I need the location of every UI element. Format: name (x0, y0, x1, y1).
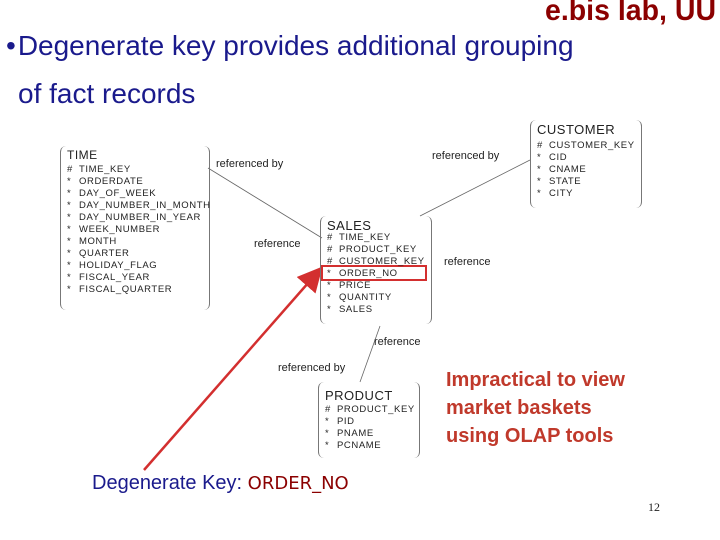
rel-time-referenced-by: referenced by (216, 158, 284, 170)
rel-time-reference: reference (254, 238, 301, 250)
entity-time: TIME #TIME_KEY *ORDERDATE *DAY_OF_WEEK *… (60, 146, 210, 310)
bullet-icon: • (6, 30, 16, 61)
attr-row: *HOLIDAY_FLAG (67, 260, 158, 271)
attr-row: *CNAME (537, 164, 587, 175)
footer-label: Degenerate Key: (92, 472, 248, 494)
attr-row: #CUSTOMER_KEY (327, 256, 425, 267)
logo: e.bis lab, UU (544, 0, 716, 27)
attr-row: *DAY_NUMBER_IN_YEAR (67, 212, 202, 223)
time-sales-connector (207, 167, 323, 239)
attr-row: *QUARTER (67, 248, 130, 259)
rel-customer-reference: reference (444, 256, 491, 268)
rel-customer-referenced-by: referenced by (432, 150, 500, 162)
attr-row: *STATE (537, 176, 582, 187)
customer-sales-connector (419, 159, 531, 217)
degenerate-key-arrow (143, 266, 323, 471)
rel-product-referenced-by: referenced by (278, 362, 346, 374)
entity-customer: CUSTOMER #CUSTOMER_KEY *CID *CNAME *STAT… (530, 120, 642, 208)
rel-product-reference: reference (374, 336, 421, 348)
entity-title: CUSTOMER (537, 122, 616, 137)
heading-text-1: Degenerate key provides additional group… (17, 30, 574, 61)
attr-row: *SALES (327, 304, 373, 315)
entity-product: PRODUCT #PRODUCT_KEY *PID *PNAME *PCNAME (318, 382, 420, 458)
slide-heading-line1: •Degenerate key provides additional grou… (6, 30, 574, 62)
page-number: 12 (648, 500, 660, 514)
callout-line: Impractical to view (446, 369, 625, 391)
entity-title: TIME (67, 148, 98, 162)
entity-sales: SALES #TIME_KEY #PRODUCT_KEY #CUSTOMER_K… (320, 216, 432, 324)
attr-row: #CUSTOMER_KEY (537, 140, 635, 151)
attr-row: *PID (325, 416, 355, 427)
attr-row: *DAY_OF_WEEK (67, 188, 157, 199)
callout-line: market baskets (446, 397, 592, 419)
attr-row: #TIME_KEY (67, 164, 131, 175)
attr-row: *ORDERDATE (67, 176, 144, 187)
attr-row: #PRODUCT_KEY (327, 244, 417, 255)
attr-row: *ORDER_NO (327, 268, 398, 279)
attr-row: *CITY (537, 188, 574, 199)
degenerate-key-label: Degenerate Key: ORDER_NO (92, 472, 349, 495)
callout-text: Impractical to view market baskets using… (446, 366, 625, 450)
attr-row: #TIME_KEY (327, 232, 391, 243)
slide-heading-line2: of fact records (18, 78, 196, 109)
entity-title: SALES (327, 218, 372, 233)
attr-row: *WEEK_NUMBER (67, 224, 161, 235)
attr-row: *CID (537, 152, 568, 163)
attr-row: *QUANTITY (327, 292, 392, 303)
attr-row: *FISCAL_YEAR (67, 272, 151, 283)
attr-row: *FISCAL_QUARTER (67, 284, 173, 295)
attr-row: *PRICE (327, 280, 372, 291)
attr-row: *DAY_NUMBER_IN_MONTH (67, 200, 211, 211)
footer-value: ORDER_NO (247, 473, 349, 494)
attr-row: #PRODUCT_KEY (325, 404, 415, 415)
sales-product-connector (359, 325, 381, 383)
attr-row: *PCNAME (325, 440, 382, 451)
entity-title: PRODUCT (325, 388, 393, 403)
attr-row: *PNAME (325, 428, 374, 439)
callout-line: using OLAP tools (446, 425, 614, 447)
attr-row: *MONTH (67, 236, 117, 247)
